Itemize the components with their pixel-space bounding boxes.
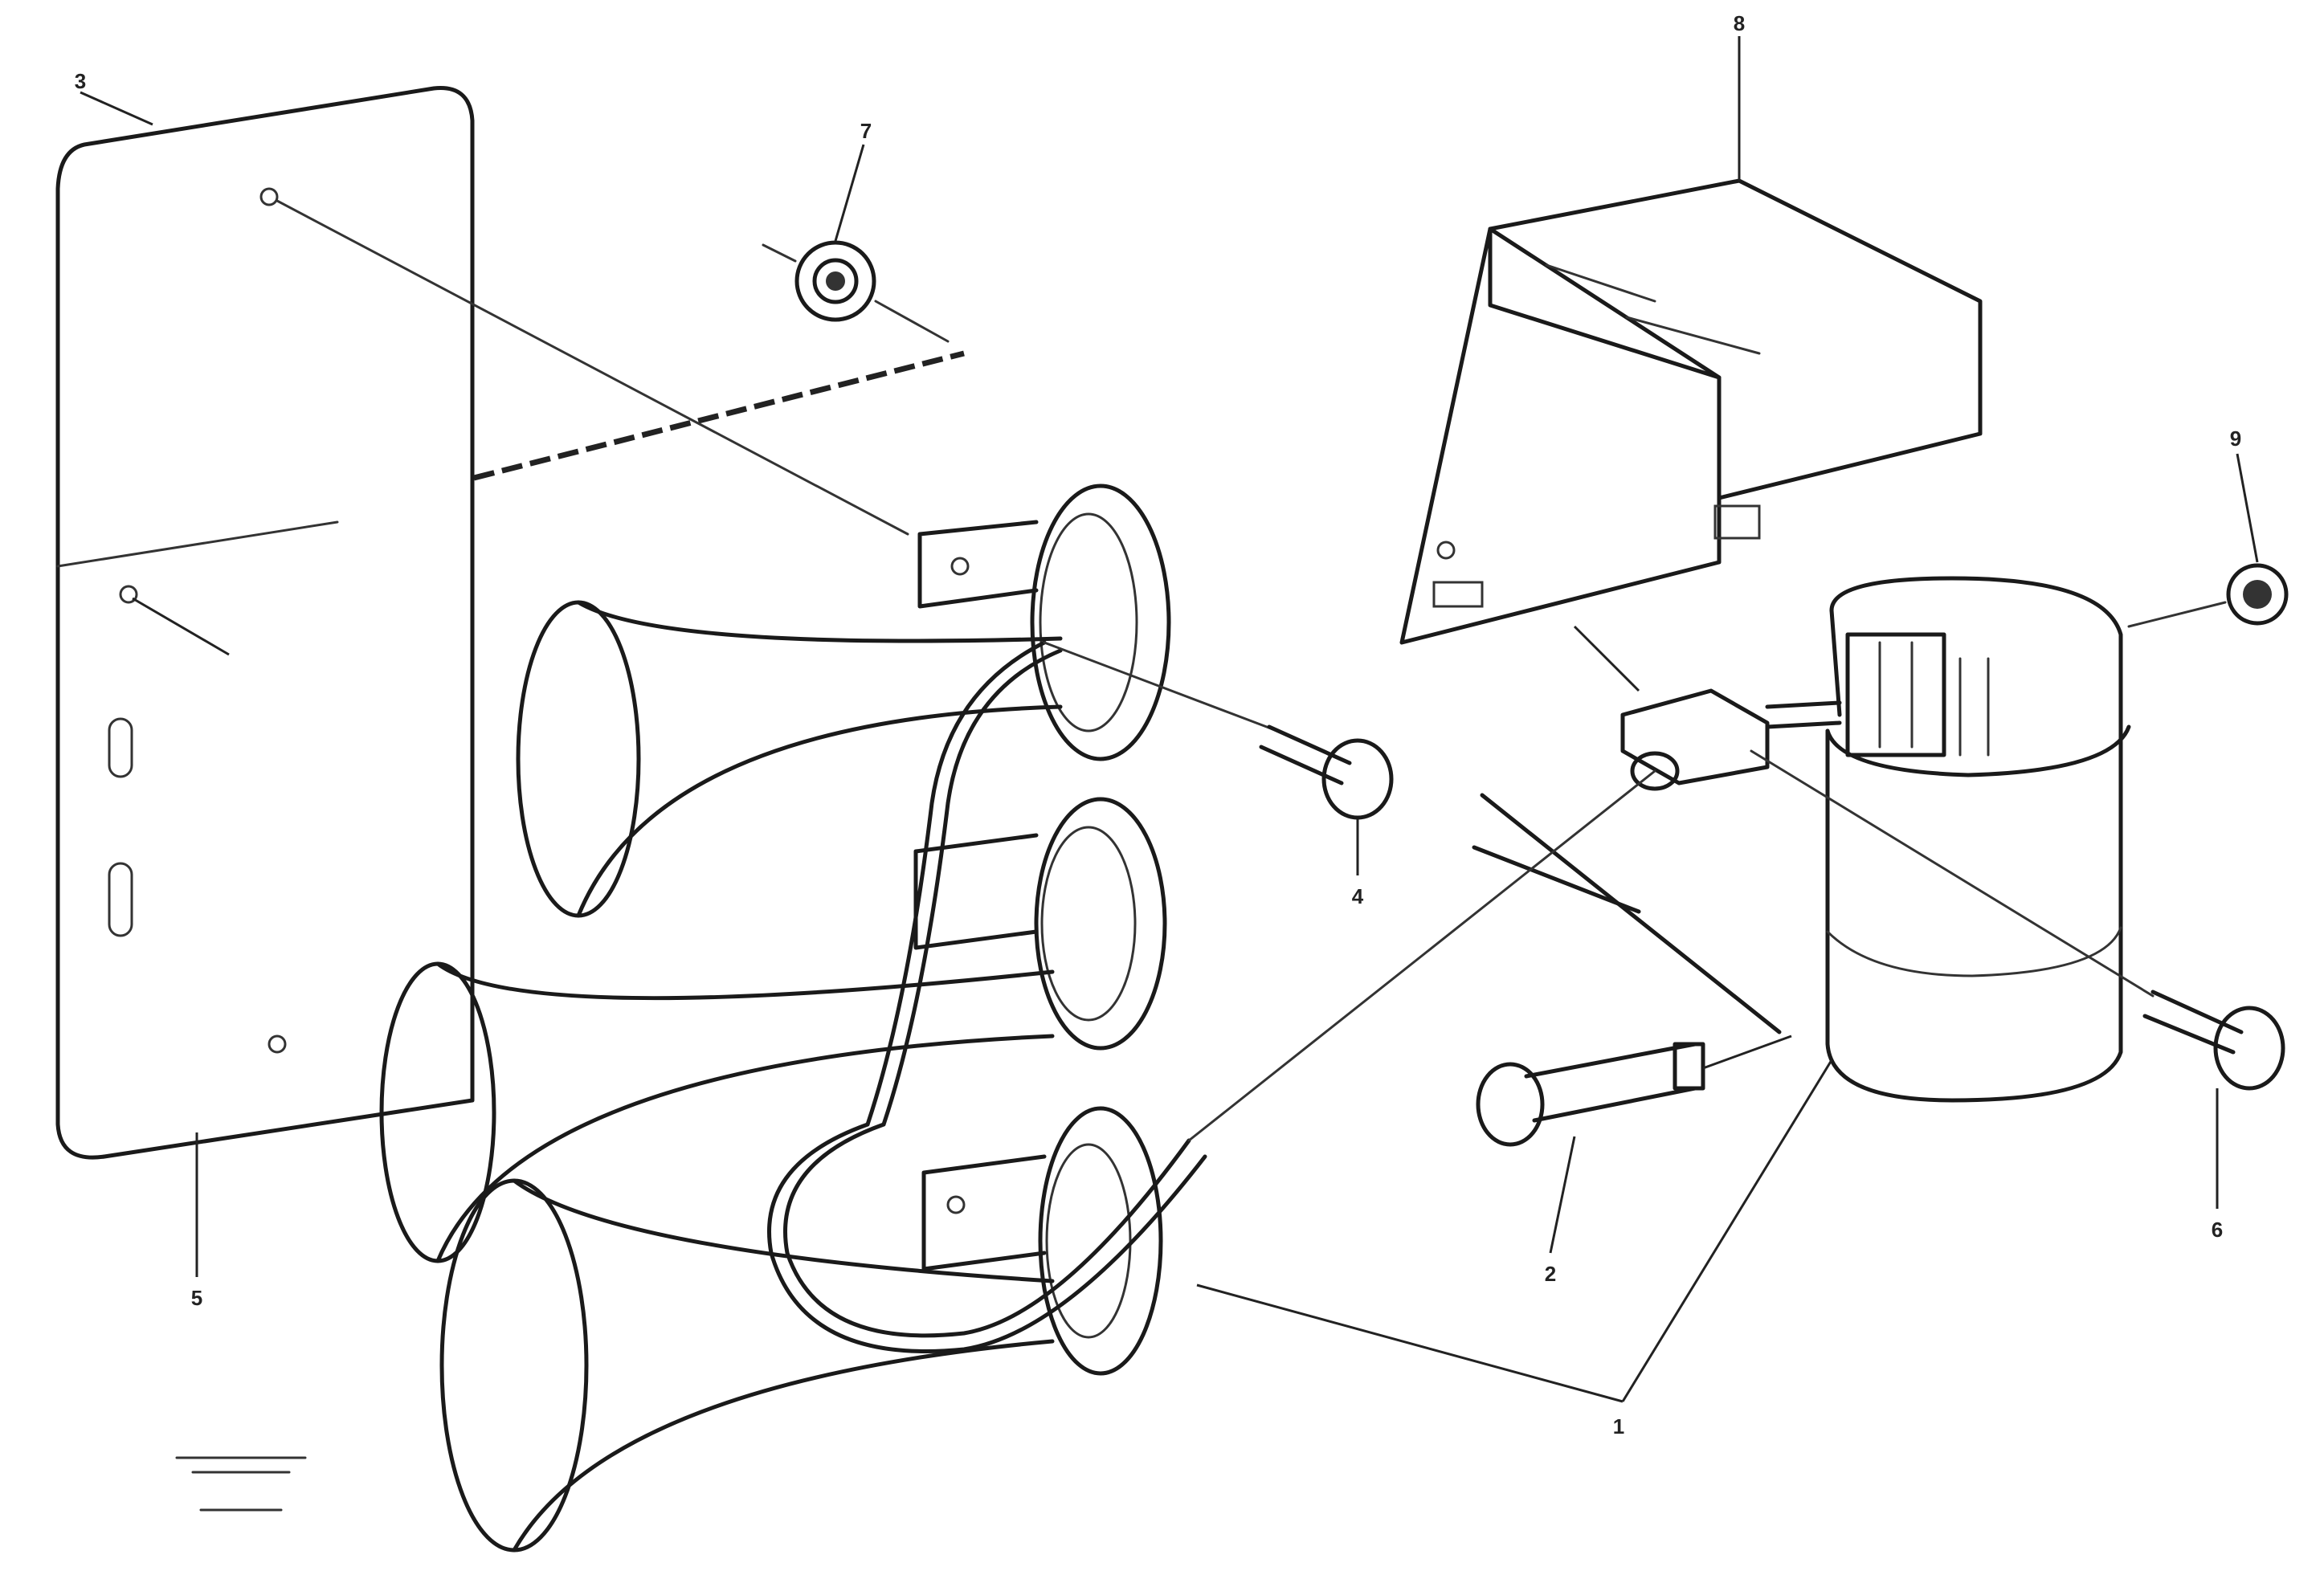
callout-9: 9 <box>2230 426 2241 451</box>
connector-plug <box>1573 625 1842 791</box>
bolt-4 <box>1043 641 1394 875</box>
callout-4: 4 <box>1352 884 1364 908</box>
bolt-6 <box>1750 749 2285 1209</box>
horn-middle <box>379 797 1167 1263</box>
callout-1: 1 <box>1613 1414 1624 1438</box>
hidden-edge-line <box>473 350 965 481</box>
assembly-leaders <box>1187 769 1833 1403</box>
callout-2: 2 <box>1545 1262 1556 1286</box>
mounting-plate <box>55 86 475 1277</box>
bolt-2 <box>1476 1034 1792 1254</box>
callout-3: 3 <box>75 69 86 93</box>
air-hoses <box>767 640 1207 1353</box>
compressor-unit <box>1825 576 2131 1103</box>
callout-7: 7 <box>860 119 872 143</box>
drawing-stamp <box>175 1456 307 1512</box>
callout-8: 8 <box>1734 11 1745 35</box>
horn-lower <box>439 1106 1163 1553</box>
nut-7 <box>762 144 950 343</box>
nut-9 <box>2127 453 2289 628</box>
callout-5: 5 <box>191 1286 202 1310</box>
horn-upper <box>516 484 1171 918</box>
callout-6: 6 <box>2212 1218 2223 1242</box>
relay-cover-8 <box>1399 36 1983 645</box>
